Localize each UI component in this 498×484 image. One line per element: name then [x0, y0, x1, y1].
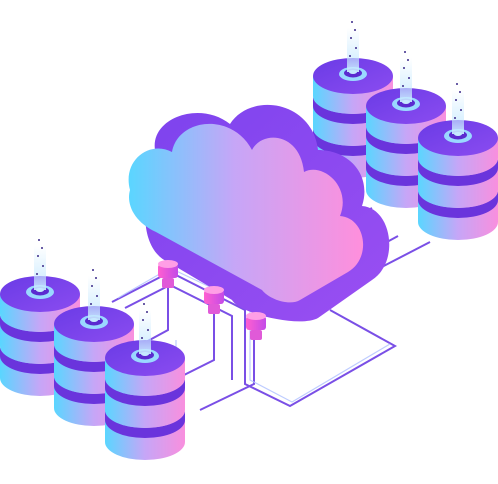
cloud-icon — [128, 104, 390, 322]
connector-icon — [158, 260, 178, 288]
connector-icon — [246, 312, 266, 340]
